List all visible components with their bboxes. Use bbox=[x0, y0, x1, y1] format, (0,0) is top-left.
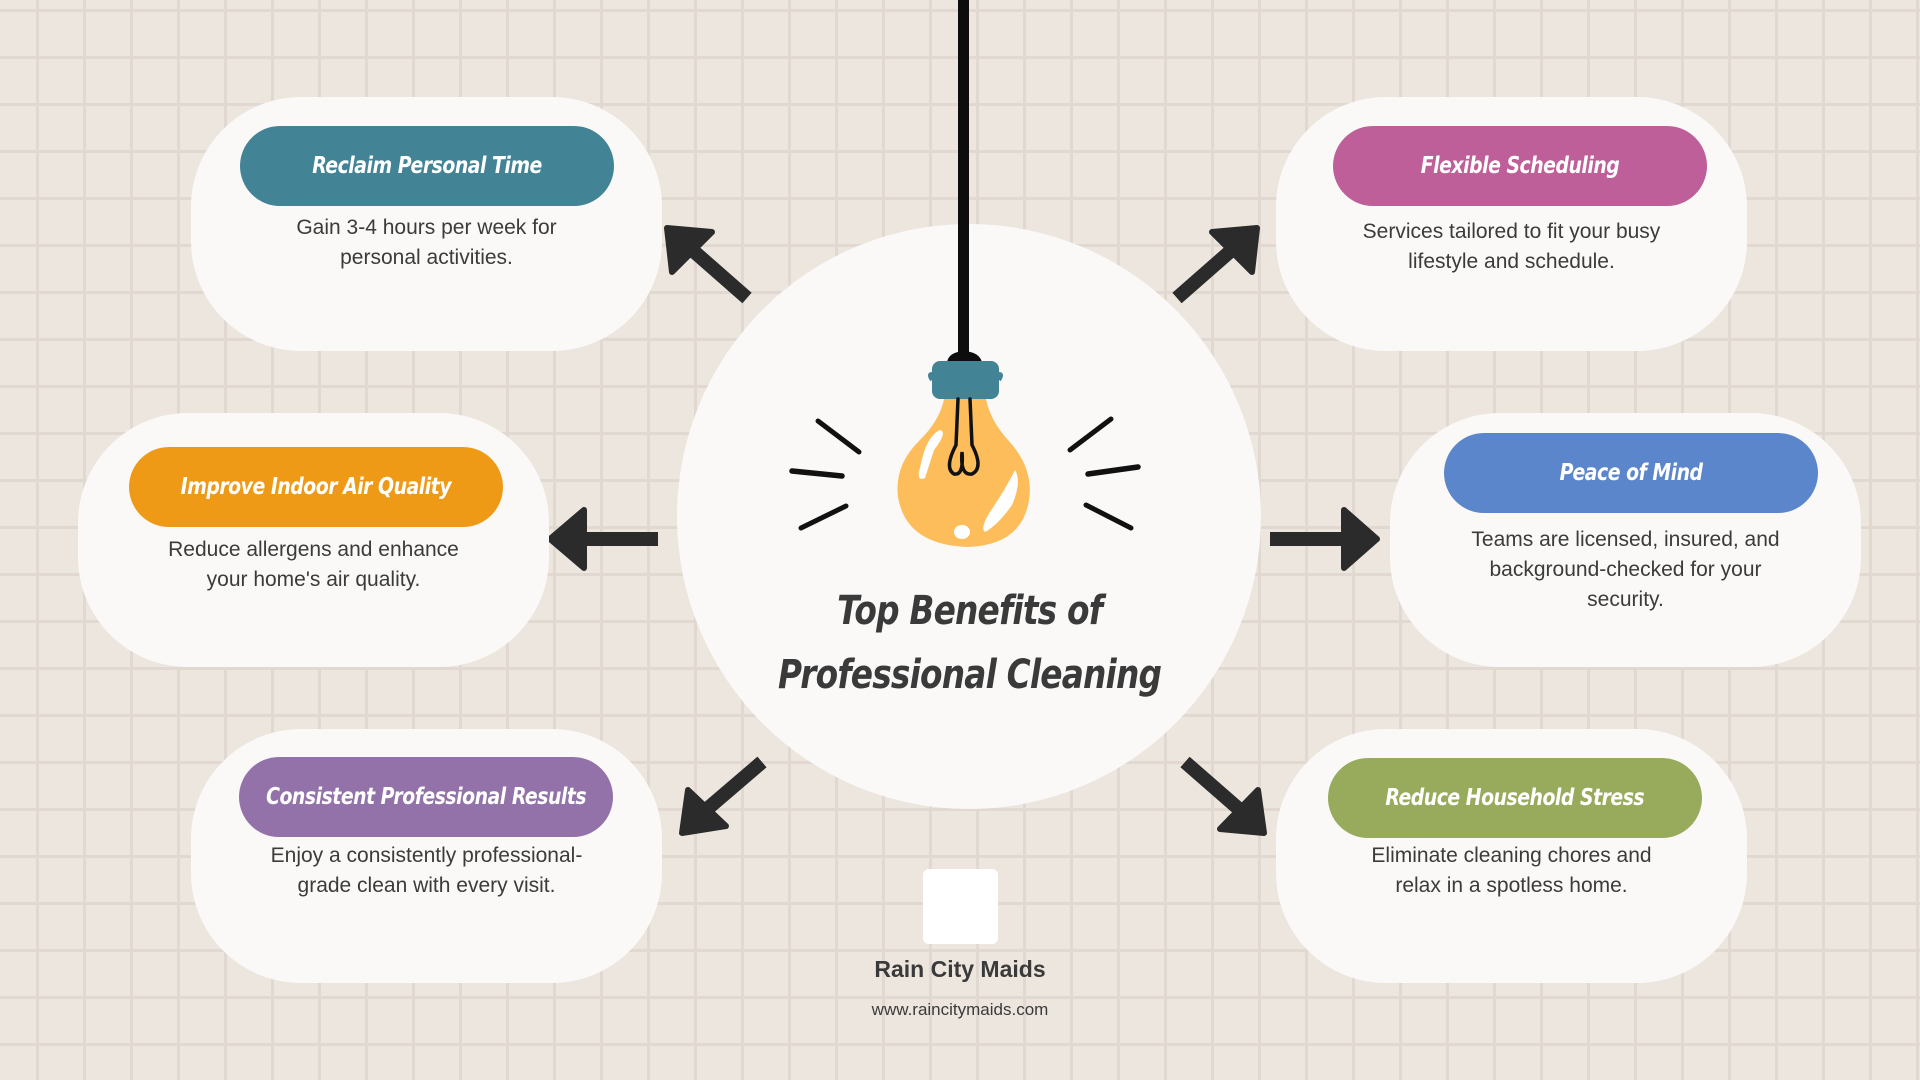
benefit-description: Services tailored to fit your busy lifes… bbox=[1362, 220, 1661, 273]
benefit-heading-pill: Reclaim Personal Time bbox=[240, 126, 614, 206]
benefit-card-flexible-scheduling: Flexible Scheduling Services tailored to… bbox=[1276, 97, 1747, 351]
diagram-title-line1: Top Benefits of bbox=[837, 588, 1103, 634]
arrow-right-icon bbox=[1270, 507, 1380, 571]
benefit-heading-pill: Improve Indoor Air Quality bbox=[129, 447, 503, 527]
benefit-card-consistent-results: Consistent Professional Results Enjoy a … bbox=[191, 729, 662, 983]
arrow-down-left-icon bbox=[679, 756, 767, 836]
arrow-down-right-icon bbox=[1180, 756, 1267, 836]
lightbulb-cord bbox=[958, 0, 969, 360]
benefit-heading-pill: Flexible Scheduling bbox=[1333, 126, 1707, 206]
benefit-heading-pill: Reduce Household Stress bbox=[1328, 758, 1702, 838]
benefit-description: Reduce allergens and enhance your home's… bbox=[168, 538, 459, 591]
brand-name: Rain City Maids bbox=[874, 956, 1046, 982]
benefit-card-reduce-stress: Reduce Household Stress Eliminate cleani… bbox=[1276, 729, 1747, 983]
benefit-description: Eliminate cleaning chores and relax in a… bbox=[1371, 844, 1652, 897]
benefit-heading-pill: Consistent Professional Results bbox=[239, 757, 613, 837]
benefit-card-air-quality: Improve Indoor Air Quality Reduce allerg… bbox=[78, 413, 549, 667]
arrow-up-left-icon bbox=[664, 225, 752, 304]
benefit-heading-pill: Peace of Mind bbox=[1444, 433, 1818, 513]
benefit-description: Enjoy a consistently professional-grade … bbox=[270, 844, 583, 897]
benefit-card-peace-of-mind: Peace of Mind Teams are licensed, insure… bbox=[1390, 413, 1861, 667]
diagram-title-line2: Professional Cleaning bbox=[778, 652, 1162, 698]
arrow-left-icon bbox=[547, 507, 658, 571]
benefit-description: Gain 3-4 hours per week for personal act… bbox=[296, 216, 557, 269]
benefit-card-reclaim-time: Reclaim Personal Time Gain 3-4 hours per… bbox=[191, 97, 662, 351]
lightbulb-icon bbox=[789, 351, 1141, 547]
logo-placeholder bbox=[923, 869, 998, 944]
arrow-up-right-icon bbox=[1172, 225, 1260, 304]
benefit-description: Teams are licensed, insured, and backgro… bbox=[1471, 528, 1780, 611]
website-url: www.raincitymaids.com bbox=[871, 1000, 1049, 1019]
